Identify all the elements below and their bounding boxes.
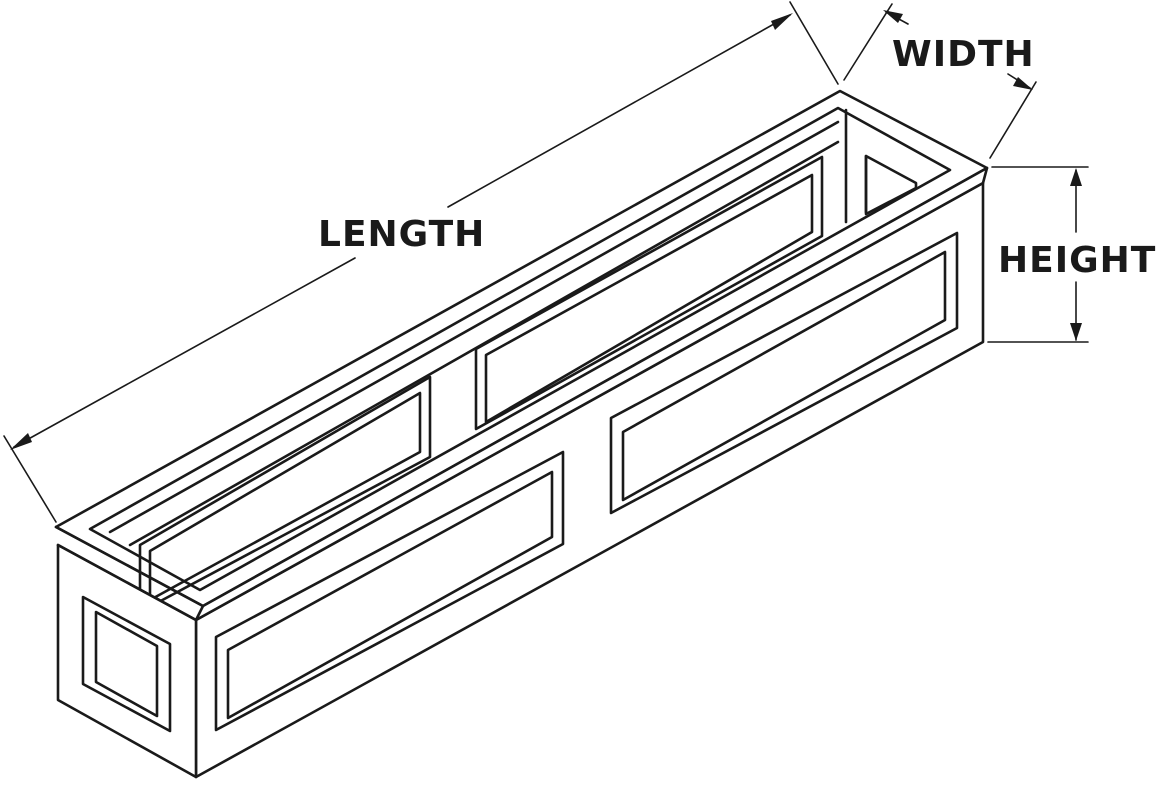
height-label: HEIGHT bbox=[998, 240, 1156, 281]
length-dimension: LENGTH bbox=[3, 1, 839, 523]
length-dimension-line-a bbox=[13, 257, 356, 448]
interior-back-panel-right bbox=[474, 155, 824, 431]
front-panel-left bbox=[214, 450, 565, 732]
end-panel bbox=[81, 595, 172, 733]
interior-end-panel bbox=[864, 154, 918, 216]
planter-box bbox=[54, 89, 989, 779]
rim-end-lip-lower bbox=[56, 543, 198, 622]
length-extension-right bbox=[789, 1, 839, 85]
back-wall-inner-edge bbox=[108, 120, 840, 534]
width-arrow-left bbox=[883, 10, 903, 23]
width-arrow-right bbox=[1013, 77, 1033, 90]
length-dimension-line-b bbox=[447, 14, 791, 208]
length-extension-left bbox=[3, 435, 57, 523]
rim-front-lip bbox=[194, 166, 989, 622]
width-extension-left bbox=[843, 3, 893, 81]
top-opening bbox=[88, 106, 952, 592]
rim-end-lip bbox=[54, 525, 205, 608]
width-dimension: WIDTH bbox=[843, 3, 1037, 159]
length-arrow-left bbox=[10, 433, 32, 450]
length-label: LENGTH bbox=[318, 214, 485, 255]
height-dimension: HEIGHT bbox=[987, 166, 1156, 343]
height-arrow-top bbox=[1070, 168, 1082, 186]
height-arrow-bottom bbox=[1070, 323, 1082, 341]
front-panel-right bbox=[609, 231, 959, 515]
width-label: WIDTH bbox=[892, 34, 1035, 75]
width-extension-right bbox=[989, 81, 1037, 159]
length-arrow-right bbox=[771, 13, 793, 30]
